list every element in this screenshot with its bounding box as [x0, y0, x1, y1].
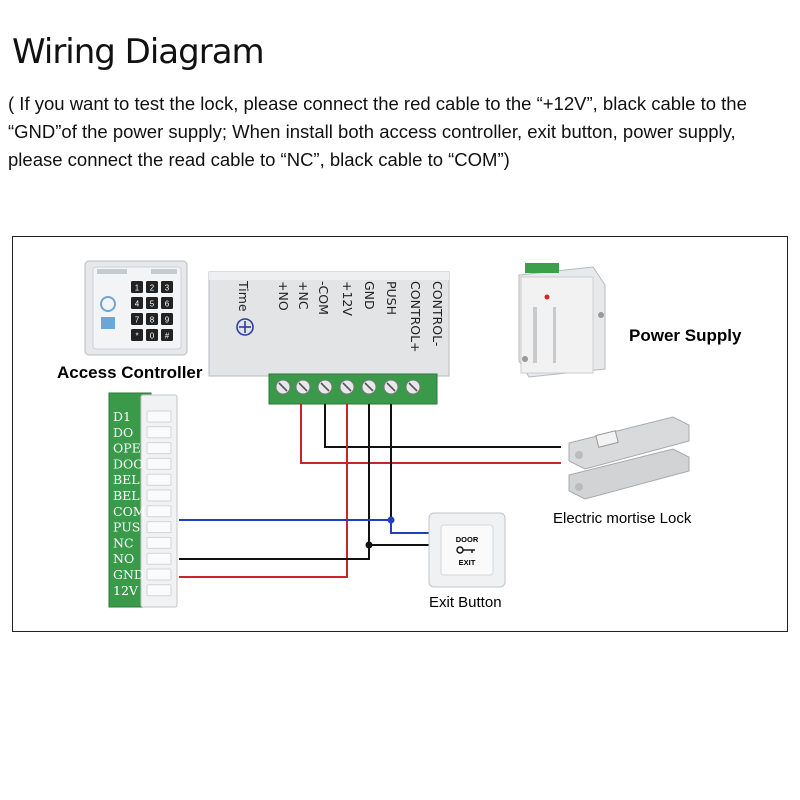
keypad-key: [146, 281, 158, 293]
terminal-label: +NC: [296, 281, 311, 310]
keypad-key-label: 6: [165, 300, 170, 309]
exit-button-door-text: DOOR: [456, 535, 479, 544]
time-adjust-icon: [236, 318, 254, 336]
keypad-key: [161, 297, 173, 309]
black-wire-lock: [324, 404, 561, 448]
black-junction: [365, 541, 373, 549]
keypad-key: [161, 329, 173, 341]
controller-pin: GND: [113, 567, 144, 582]
power-supply-device: [518, 263, 606, 378]
wires: [179, 404, 561, 578]
controller-pin: BEL: [113, 488, 140, 503]
red-wire-lock: [300, 404, 561, 464]
terminal-label: -COM: [316, 281, 331, 315]
power-supply-label: Power Supply: [629, 326, 742, 345]
exit-button-label: Exit Button: [429, 594, 502, 611]
exit-button-exit-text: EXIT: [459, 558, 476, 567]
keypad-key: [146, 313, 158, 325]
keypad-key-label: 4: [135, 300, 140, 309]
keypad-key: [131, 329, 143, 341]
wiring-note: ( If you want to test the lock, please c…: [8, 93, 747, 170]
controller-pin: 12V: [113, 583, 139, 598]
controller-pin: NO: [113, 551, 134, 566]
terminal-label: CONTROL-: [430, 281, 445, 346]
blue-junction: [387, 516, 395, 524]
keypad-key-label: 3: [165, 284, 170, 293]
keypad-key-label: *: [135, 332, 138, 341]
keypad-key-label: #: [165, 332, 170, 341]
keypad-key-label: 1: [135, 284, 140, 293]
electric-lock-device: [568, 416, 690, 500]
keypad-keys: 1 2 3 4 5 6 7 8 9 * 0 #: [131, 281, 173, 341]
terminal-label: CONTROL+: [408, 281, 423, 353]
keypad-key: [161, 281, 173, 293]
control-box: CONTROL- CONTROL+ PUSH GND +12V -COM +NC +NO Tim…: [208, 271, 450, 405]
controller-pin: PUS: [113, 520, 140, 535]
keypad-key-label: 2: [150, 284, 155, 293]
keypad-key: [161, 313, 173, 325]
controller-pin: NC: [113, 535, 134, 550]
key-icon: [456, 546, 475, 554]
keypad-key-label: 5: [150, 300, 155, 309]
terminal-label: +12V: [340, 281, 355, 316]
page-title: Wiring Diagram: [12, 32, 265, 72]
psu-terminal: [525, 263, 559, 273]
controller-pin: D1: [113, 409, 131, 424]
lock-label: Electric mortise Lock: [553, 510, 692, 527]
black-wire-controller: [179, 404, 370, 560]
keypad-key: [131, 297, 143, 309]
keypad-key-label: 7: [135, 316, 140, 325]
controller-pin: OPE: [113, 441, 141, 456]
keypad-device: 1 2 3 4 5 6 7 8 9 * 0 #: [84, 260, 188, 356]
exit-button-device: DOOR EXIT: [428, 512, 506, 588]
controller-pin: COM: [113, 504, 146, 519]
red-wire-controller: [179, 404, 348, 578]
terminal-label: PUSH: [384, 281, 399, 315]
keypad-key-label: 9: [165, 316, 170, 325]
terminal-label: GND: [362, 281, 377, 310]
keypad-key: [131, 313, 143, 325]
controller-pin: BEL: [113, 472, 140, 487]
keypad-key: [131, 281, 143, 293]
control-box-terminal-labels: CONTROL- CONTROL+ PUSH GND +12V -COM +NC +NO Tim…: [236, 280, 445, 353]
keypad-key: [146, 297, 158, 309]
controller-pin: DO: [113, 425, 133, 440]
time-label: Time: [236, 280, 251, 312]
controller-pin: DOO: [113, 456, 144, 471]
keypad-key-label: 8: [150, 316, 155, 325]
keypad-key: [146, 329, 158, 341]
terminal-screws: [275, 379, 421, 395]
keypad-key-label: 0: [150, 332, 155, 341]
rfid-icon: [100, 296, 116, 312]
terminal-label: +NO: [276, 281, 291, 311]
access-controller-label: Access Controller: [57, 363, 203, 382]
card-icon: [101, 317, 115, 329]
blue-wire-exit: [390, 520, 429, 534]
